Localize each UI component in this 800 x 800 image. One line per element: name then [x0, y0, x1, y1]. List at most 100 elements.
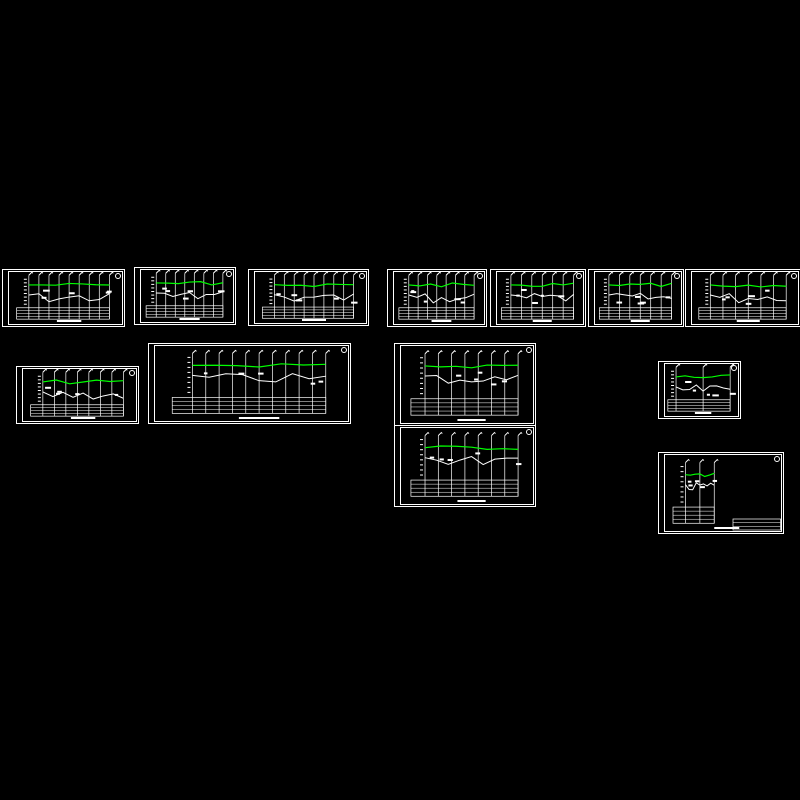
sheet-inner-frame: [664, 454, 782, 532]
station-flag-icon: [573, 271, 578, 276]
station-flag-icon: [68, 271, 74, 276]
pipe-profile-line: [28, 293, 110, 303]
station-flag-icon: [445, 271, 451, 276]
sheet-caption: [457, 419, 486, 421]
compass-icon: [129, 370, 135, 376]
pipe-annotation: [295, 299, 303, 302]
station-flag-icon: [660, 271, 666, 276]
station-flag-icon: [333, 271, 339, 276]
sheet-caption: [532, 320, 552, 322]
sheet-border: [490, 269, 586, 327]
station-flag-icon: [245, 349, 251, 354]
sheet-caption: [302, 319, 326, 321]
pipe-profile-line: [42, 391, 124, 400]
pipe-annotation: [532, 301, 538, 304]
pipe-annotation: [203, 372, 208, 375]
pipe-annotation: [516, 294, 520, 297]
ground-line: [608, 282, 672, 288]
station-flag-icon: [343, 271, 349, 276]
drawing-sheet[interactable]: [394, 343, 536, 426]
pipe-annotation: [712, 479, 718, 482]
station-flag-icon: [424, 350, 430, 355]
pipe-annotation: [540, 294, 544, 297]
station-flag-icon: [729, 363, 735, 368]
drawing-sheet[interactable]: [248, 269, 369, 326]
station-flag-icon: [552, 271, 558, 276]
station-flag-icon: [675, 363, 681, 368]
station-flag-icon: [436, 271, 442, 276]
drawing-sheet[interactable]: [490, 269, 586, 327]
pipe-profile-line: [710, 293, 787, 304]
ground-line: [424, 364, 519, 369]
station-flag-icon: [455, 271, 460, 276]
station-flag-icon: [437, 350, 443, 355]
station-flag-icon: [464, 431, 470, 436]
drawing-sheet[interactable]: [16, 366, 139, 424]
station-flag-icon: [427, 271, 432, 276]
sheet-inner-frame: [140, 269, 234, 323]
sheet-caption: [694, 412, 712, 414]
station-flag-icon: [760, 271, 766, 276]
drawing-sheet[interactable]: [394, 425, 536, 507]
pipe-annotation: [501, 380, 508, 383]
station-flag-icon: [451, 350, 456, 355]
pipe-annotation: [105, 291, 111, 294]
pipe-annotation: [454, 298, 461, 301]
sheet-inner-frame: [496, 271, 584, 325]
drawing-sheet[interactable]: [658, 452, 784, 534]
station-flag-icon: [232, 349, 237, 354]
pipe-annotation: [333, 297, 339, 300]
drawing-sheet[interactable]: [387, 269, 487, 327]
drawing-sheet[interactable]: [685, 269, 800, 327]
sheet-border: [394, 425, 536, 507]
pipe-annotation: [725, 296, 730, 299]
pipe-annotation: [748, 295, 755, 298]
station-flag-icon: [671, 271, 676, 276]
sheet-caption: [736, 320, 760, 322]
station-flag-icon: [517, 350, 523, 355]
compass-icon: [774, 456, 780, 462]
compass-icon: [341, 347, 347, 353]
pipe-annotation: [410, 291, 417, 294]
sheet-border: [134, 267, 236, 325]
station-flag-icon: [28, 271, 34, 276]
sheet-inner-frame: [8, 271, 123, 325]
station-flag-icon: [48, 271, 54, 276]
compass-icon: [674, 273, 680, 279]
drawing-sheet[interactable]: [658, 361, 741, 419]
ground-line: [156, 281, 223, 286]
station-flag-icon: [325, 349, 331, 354]
drawing-sheet[interactable]: [134, 267, 236, 325]
station-flag-icon: [42, 368, 48, 373]
pipe-annotation: [258, 372, 264, 375]
pipe-annotation: [238, 372, 245, 375]
drawing-sheet[interactable]: [588, 269, 684, 327]
pipe-annotation: [429, 456, 435, 459]
pipe-profile-line: [675, 384, 731, 392]
sheet-inner-frame: [400, 427, 534, 505]
sheet-caption: [431, 320, 452, 322]
pipe-annotation: [57, 390, 62, 393]
station-flag-icon: [709, 271, 715, 276]
sheet-inner-frame: [393, 271, 485, 325]
drawing-sheet[interactable]: [148, 343, 351, 424]
ground-line: [685, 472, 715, 478]
pipe-annotation: [43, 289, 50, 292]
pipe-annotation: [706, 393, 710, 396]
sheet-inner-frame: [400, 345, 534, 424]
drawing-sheet[interactable]: [2, 269, 125, 327]
pipe-annotation: [665, 296, 671, 299]
station-flag-icon: [504, 431, 510, 436]
pipe-annotation: [688, 484, 693, 487]
pipe-annotation: [692, 389, 697, 392]
compass-icon: [526, 347, 532, 353]
sheet-inner-frame: [254, 271, 367, 324]
station-flag-icon: [312, 349, 317, 354]
pipe-annotation: [41, 296, 47, 299]
compass-icon: [526, 429, 532, 435]
station-flag-icon: [437, 431, 443, 436]
compass-icon: [576, 273, 582, 279]
station-flag-icon: [618, 271, 624, 276]
pipe-annotation: [456, 374, 462, 377]
